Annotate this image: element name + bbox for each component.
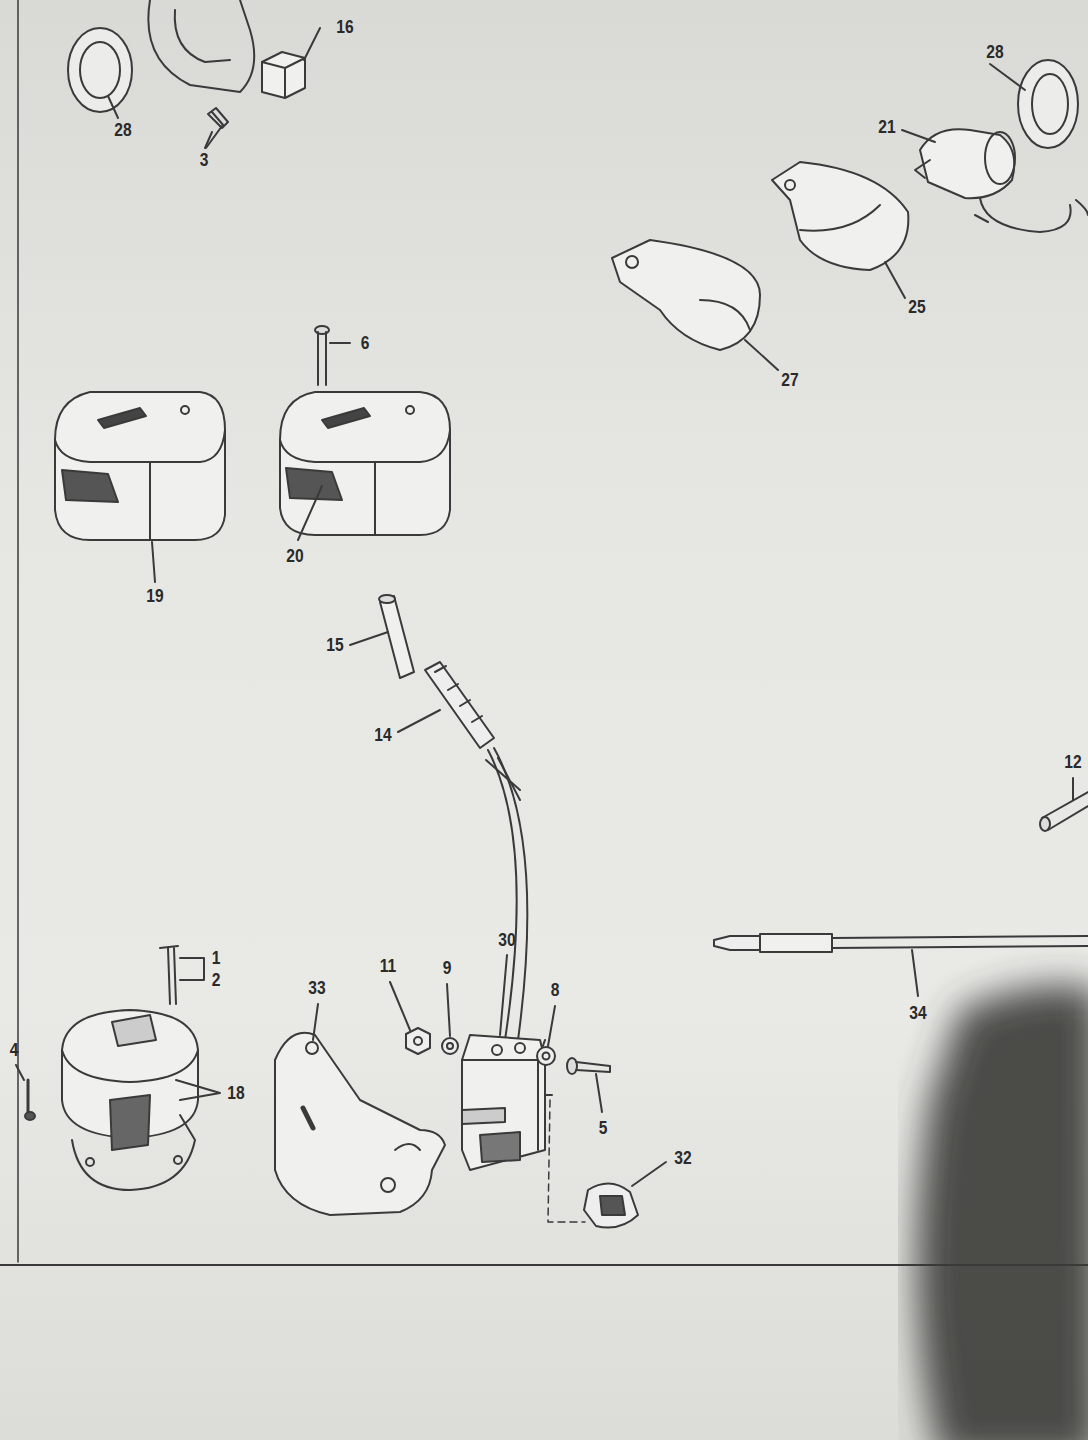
callout-number: 21 — [878, 117, 895, 137]
callout-number: 19 — [146, 586, 163, 606]
callout-number: 3 — [200, 150, 209, 170]
callout-number: 18 — [227, 1083, 244, 1103]
callout-number: 11 — [380, 956, 396, 976]
callout-number: 9 — [443, 958, 452, 978]
callout-number: 34 — [909, 1003, 926, 1023]
callout-number: 14 — [374, 725, 391, 745]
callout-number: 32 — [674, 1148, 691, 1168]
callout-number: 20 — [286, 546, 303, 566]
callout-number: 2 — [212, 970, 221, 990]
callout-number: 28 — [986, 42, 1003, 62]
callout-number: 1 — [212, 948, 221, 968]
callout-number: 27 — [781, 370, 798, 390]
callout-number: 28 — [114, 120, 131, 140]
callout-number: 8 — [551, 980, 560, 1000]
callout-number: 4 — [10, 1040, 19, 1060]
callout-number: 5 — [599, 1118, 608, 1138]
callout-number: 25 — [908, 297, 925, 317]
callout-number: 15 — [326, 635, 343, 655]
callout-number: 16 — [336, 17, 353, 37]
callout-number: 12 — [1064, 752, 1081, 772]
callout-number: 30 — [498, 930, 515, 950]
callout-number: 6 — [361, 333, 370, 353]
callout-number: 33 — [308, 978, 325, 998]
